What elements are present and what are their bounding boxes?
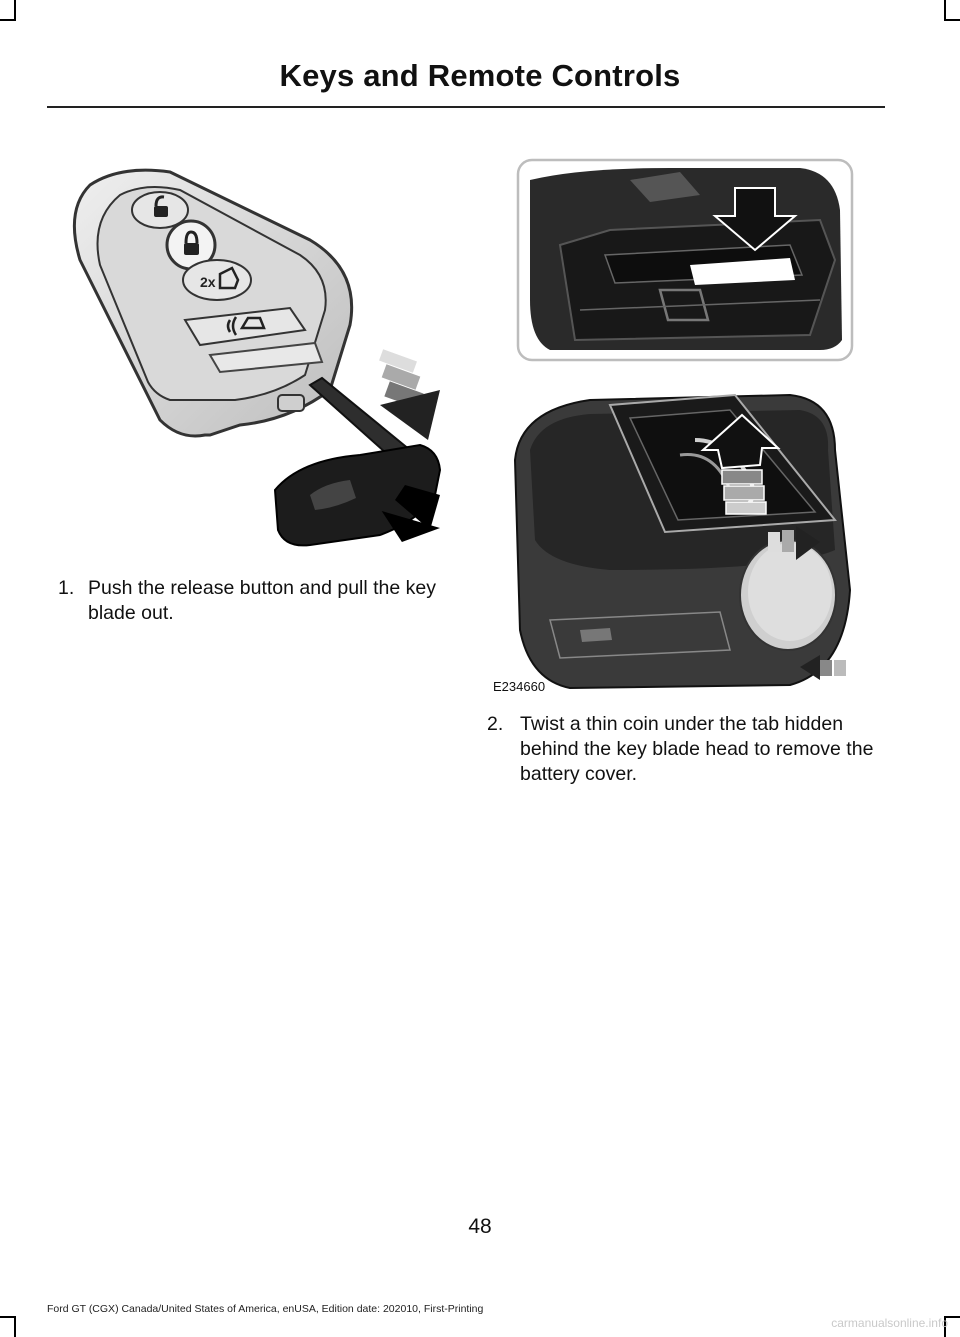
step-2: 2. Twist a thin coin under the tab hidde… <box>487 712 882 787</box>
step-text: Push the release button and pull the key… <box>88 577 436 624</box>
coin-battery-icon <box>739 539 837 651</box>
crop-mark <box>14 0 16 20</box>
pull-arrow-icon <box>379 349 440 440</box>
push-arrow-icon <box>381 485 441 542</box>
down-arrow-icon <box>712 187 798 252</box>
battery-cover-illustration: E234660 <box>493 158 854 694</box>
crop-mark <box>944 1316 960 1318</box>
remote-start-icon <box>183 306 307 347</box>
crop-mark <box>14 1317 16 1337</box>
slide-arrow-icon <box>768 526 820 560</box>
svg-text:2x: 2x <box>200 274 216 290</box>
insert-arrow-icon <box>800 655 846 680</box>
crop-mark <box>0 19 16 21</box>
crop-mark <box>0 1316 16 1318</box>
lift-arrow-icon <box>700 413 781 515</box>
crop-mark <box>944 0 946 20</box>
crop-mark <box>944 19 960 21</box>
watermark: carmanualsonline.info <box>831 1316 948 1330</box>
footer-text: Ford GT (CGX) Canada/United States of Am… <box>47 1303 484 1315</box>
header-rule <box>47 106 885 108</box>
step-1: 1. Push the release button and pull the … <box>58 576 443 626</box>
lock-icon <box>165 219 217 271</box>
step-text: Twist a thin coin under the tab hidden b… <box>520 713 874 785</box>
crop-mark <box>944 1317 946 1337</box>
page-title: Keys and Remote Controls <box>279 58 681 93</box>
step-number: 1. <box>58 577 75 599</box>
figure-code: E234660 <box>493 679 545 694</box>
page-number: 48 <box>468 1215 492 1238</box>
key-fob-illustration: 2x <box>72 168 442 547</box>
rear-hatch-2x-icon: 2x <box>182 259 252 301</box>
unlock-icon <box>131 191 189 229</box>
step-number: 2. <box>487 713 504 735</box>
